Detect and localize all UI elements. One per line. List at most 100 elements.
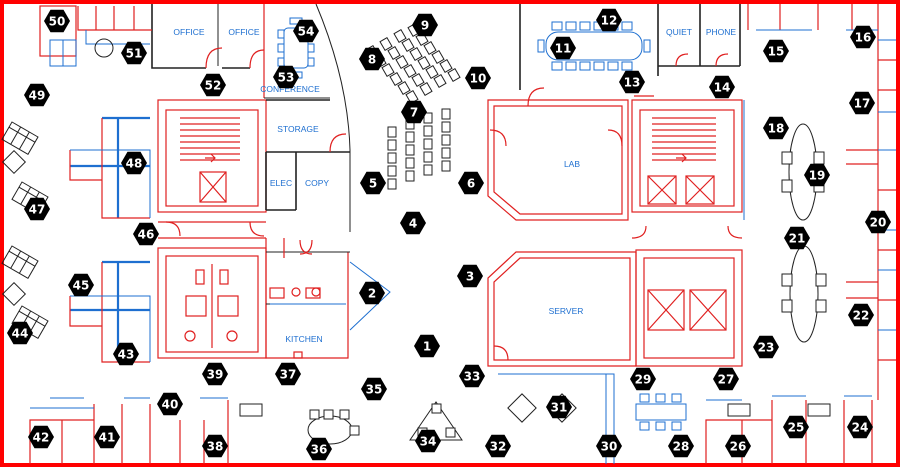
marker-number: 12 — [601, 14, 618, 28]
marker-number: 10 — [470, 72, 487, 86]
location-marker: 16 — [850, 25, 876, 49]
hexagon-icon — [275, 362, 301, 386]
marker-number: 46 — [138, 228, 155, 242]
marker-number: 3 — [466, 270, 474, 284]
chair — [387, 178, 397, 190]
hexagon-icon — [113, 342, 139, 366]
location-marker: 35 — [361, 377, 387, 401]
label-phone: PHONE — [706, 27, 737, 37]
marker-number: 17 — [854, 97, 871, 111]
chair — [419, 81, 433, 97]
marker-number: 47 — [29, 203, 46, 217]
core-east — [631, 99, 745, 367]
location-marker: 18 — [763, 116, 789, 140]
hexagon-icon — [546, 395, 572, 419]
location-marker: 32 — [485, 434, 511, 458]
hexagon-icon — [360, 171, 386, 195]
chair — [405, 144, 415, 156]
location-marker: 10 — [465, 66, 491, 90]
marker-number: 22 — [853, 309, 870, 323]
location-marker: 50 — [44, 9, 70, 33]
chair — [403, 63, 417, 79]
chair — [433, 73, 447, 89]
marker-number: 18 — [768, 122, 785, 136]
chair — [423, 151, 433, 163]
marker-number: 39 — [207, 368, 224, 382]
location-marker: 42 — [28, 425, 54, 449]
label-elec: ELEC — [270, 178, 292, 188]
hexagon-icon — [459, 364, 485, 388]
server-room — [487, 251, 637, 367]
location-marker: 52 — [200, 73, 226, 97]
location-marker: 29 — [630, 367, 656, 391]
location-marker: 28 — [668, 434, 694, 458]
chair — [387, 139, 397, 151]
chair — [387, 165, 397, 177]
hexagon-icon — [44, 9, 70, 33]
lab-room — [487, 99, 629, 221]
chair — [387, 126, 397, 138]
hexagon-icon — [619, 70, 645, 94]
hexagon-icon — [725, 434, 751, 458]
location-marker: 40 — [157, 392, 183, 416]
location-marker: 4 — [400, 211, 426, 235]
location-marker: 31 — [546, 395, 572, 419]
location-marker: 36 — [306, 437, 332, 461]
chair — [425, 64, 439, 80]
hexagon-icon — [457, 264, 483, 288]
marker-number: 51 — [126, 47, 143, 61]
hexagon-icon — [596, 8, 622, 32]
hexagon-icon — [306, 437, 332, 461]
hexagon-icon — [458, 171, 484, 195]
location-marker: 8 — [359, 47, 385, 71]
location-marker: 24 — [847, 415, 873, 439]
hexagon-icon — [550, 36, 576, 60]
core-west — [157, 99, 267, 359]
marker-number: 36 — [311, 443, 328, 457]
location-marker: 48 — [121, 151, 147, 175]
hexagon-icon — [865, 210, 891, 234]
label-office-1: OFFICE — [173, 27, 204, 37]
hexagon-icon — [24, 83, 50, 107]
marker-number: 43 — [118, 348, 135, 362]
chair — [381, 62, 395, 78]
marker-number: 14 — [714, 81, 731, 95]
hexagon-icon — [121, 151, 147, 175]
chair — [441, 121, 451, 133]
marker-number: 25 — [788, 421, 805, 435]
label-conference: CONFERENCE — [260, 84, 320, 94]
marker-number: 32 — [490, 440, 507, 454]
hexagon-icon — [848, 303, 874, 327]
location-marker: 17 — [849, 91, 875, 115]
marker-number: 27 — [718, 373, 735, 387]
marker-number: 24 — [852, 421, 869, 435]
marker-number: 4 — [409, 217, 417, 231]
marker-number: 2 — [368, 287, 376, 301]
chair — [405, 131, 415, 143]
marker-number: 16 — [855, 31, 872, 45]
chair — [379, 36, 393, 52]
location-marker: 19 — [804, 163, 830, 187]
hexagon-icon — [784, 226, 810, 250]
hexagon-icon — [361, 377, 387, 401]
hexagon-icon — [157, 392, 183, 416]
marker-number: 54 — [298, 25, 315, 39]
marker-number: 23 — [758, 341, 775, 355]
location-marker: 21 — [784, 226, 810, 250]
hexagon-icon — [68, 273, 94, 297]
hexagon-icon — [400, 211, 426, 235]
hexagon-icon — [763, 116, 789, 140]
hexagon-icon — [28, 425, 54, 449]
marker-number: 26 — [730, 440, 747, 454]
chair — [423, 40, 437, 56]
marker-number: 44 — [12, 327, 29, 341]
marker-number: 52 — [205, 79, 222, 93]
location-marker: 45 — [68, 273, 94, 297]
location-marker: 14 — [709, 75, 735, 99]
hexagon-icon — [359, 47, 385, 71]
label-kitchen: KITCHEN — [285, 334, 322, 344]
location-marker: 26 — [725, 434, 751, 458]
marker-number: 41 — [99, 431, 116, 445]
